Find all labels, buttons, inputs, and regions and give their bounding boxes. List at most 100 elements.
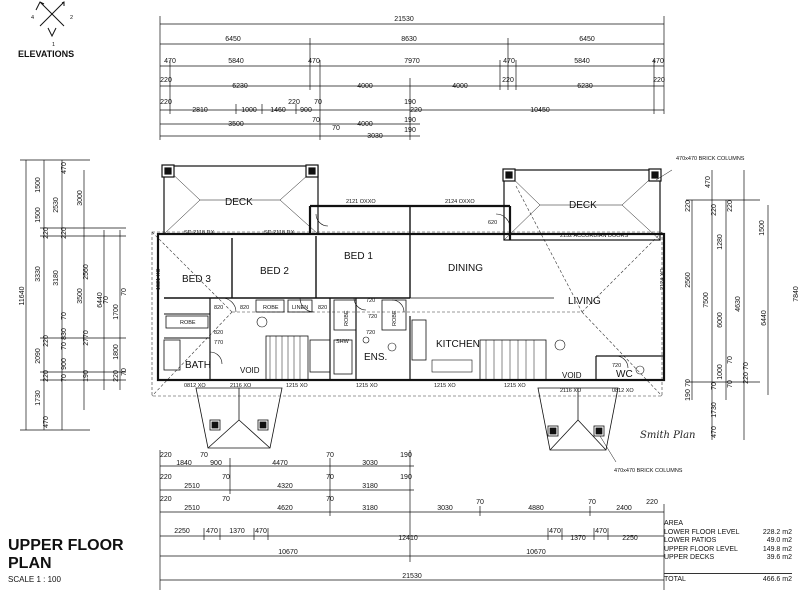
dim-right-col2-c: 220 [711,204,718,216]
dim-top-row5-h: 190 [404,99,416,106]
dim-right-col3-c: 70 [727,356,734,364]
dim-left-col2-c: 220 [43,227,50,239]
dim-top-row2-a: 6450 [225,36,241,43]
dim-right-overall: 7840 [793,286,800,302]
note-door-820-d: 820 [214,330,223,336]
dim-left-col3-b: 2530 [53,197,60,213]
dim-right-col1-d: 70 [685,379,692,387]
dim-left-col2-d: 3330 [35,266,42,282]
note-door-820-c: 820 [318,305,327,311]
dim-bottom-row4-f: 470 [549,528,561,535]
dim-bottom-row1-e: 4470 [272,460,288,467]
dim-right-col2-b: 7500 [703,292,710,308]
dim-top-row5-i: 220 [410,107,422,114]
dim-bottom-row3-d: 4620 [277,505,293,512]
dim-right-col1-a: 220 [685,200,692,212]
dim-bottom-row2-a: 220 [160,474,172,481]
dim-left-col2-e: 220 [43,335,50,347]
label-robe-bed1b: ROBE [392,310,398,326]
dim-bottom-row3-e: 70 [326,496,334,503]
dim-top-row4-c: 4000 [357,83,373,90]
dim-bottom-row1-d: 900 [210,460,222,467]
dim-bottom-row2-d: 4320 [277,483,293,490]
dim-bottom-overall: 21530 [402,573,422,580]
dim-left-col2-h: 1730 [35,390,42,406]
dim-left-col4-a: 3000 [77,190,84,206]
dim-right-col4-b: 4630 [735,296,742,312]
dim-left-col5-a: 6440 [97,292,104,308]
dim-top-row5-f: 900 [300,107,312,114]
note-window-2116-left: 2116 XO [230,383,252,389]
right-dimension-labels: 7840 220 2560 1280 70 190 470 7500 220 7… [685,176,800,438]
room-bed3: BED 3 [182,274,211,285]
dim-bottom-row4-b: 470 [206,528,218,535]
dim-right-col2-a: 470 [705,176,712,188]
area-row-label: LOWER FLOOR LEVEL [664,528,740,536]
building-walls [156,204,666,382]
dim-top-row4-g: 220 [653,77,665,84]
right-dimension-lines [686,170,769,440]
note-door-820-b: 820 [240,305,249,311]
dim-top-row3-g: 470 [652,58,664,65]
dim-left-col3-e: 70 [61,312,68,320]
page-title-line2: PLAN [8,555,52,572]
note-oxxo-a: 2121 OXXO [346,199,376,205]
dim-left-col4-d: 2770 [83,330,90,346]
note-accordion-doors: 2152 ACCORDIAN DOORS [560,233,628,239]
dim-top-row3-c: 470 [308,58,320,65]
room-bath: BATH [185,360,211,371]
note-window-1215-c: 1215 XO [434,383,456,389]
compass-number-2: 2 [70,15,73,21]
area-row-label: UPPER FLOOR LEVEL [664,545,738,553]
dim-left-col5-g: 220 [113,370,120,382]
dim-left-col2-a: 1500 [35,177,42,193]
dim-bottom-row4-c: 1370 [229,528,245,535]
label-robe-bed2: ROBE [263,305,279,311]
dim-right-col4-d: 220 [743,372,750,384]
compass-number-4: 4 [31,15,34,21]
label-robe-bed3: ROBE [180,320,196,326]
area-total-row: TOTAL 466.6 m2 [664,572,792,585]
stair-treads [269,336,535,380]
dim-left-col4-c: 3500 [77,288,84,304]
dim-bottom-row1-a: 220 [160,452,172,459]
dim-top-row4-e: 220 [502,77,514,84]
leader-lines [599,169,673,463]
dim-bottom-row3-f: 3180 [362,505,378,512]
porch-left [195,387,283,449]
dim-right-col3-b: 6000 [717,312,724,328]
note-door-720-b: 720 [366,330,375,336]
dim-bottom-row4-d: 470 [255,528,267,535]
note-window-1521: 1521 XO [156,268,162,290]
dim-bottom-row1-c: 70 [200,452,208,459]
dim-top-row3-f: 5840 [574,58,590,65]
signature: Smith Plan [640,430,696,441]
dim-top-row5-e: 220 [288,99,300,106]
note-window-2124: 2124 XO [660,268,666,290]
dim-top-row4-f: 6230 [577,83,593,90]
dim-bottom-row3-c: 70 [222,496,230,503]
dim-bottom-row1-g: 3030 [362,460,378,467]
dim-top-row3-a: 470 [164,58,176,65]
dim-left-col3-f: 830 [61,328,68,340]
dim-bottom-row2-b: 2510 [184,483,200,490]
dim-top-overall: 21530 [394,16,414,23]
dim-bottom-row3-j: 70 [588,499,596,506]
dim-bottom-row3-l: 220 [646,499,658,506]
scale-label: SCALE 1 : 100 [8,575,61,584]
dim-top-row7-a: 70 [332,125,340,132]
dim-bottom-row3-a: 220 [160,496,172,503]
dim-left-col3-c: 220 [61,227,68,239]
dim-left-col3-i: 70 [61,374,68,382]
label-linen: LINEN [292,305,308,311]
note-brick-columns-top: 470x470 BRICK COLUMNS [676,156,745,162]
dim-right-col1-b: 2560 [685,272,692,288]
dim-left-col2-g: 220 [43,370,50,382]
room-void-right: VOID [562,371,582,380]
dim-bottom-row3-b: 2510 [184,505,200,512]
area-row: UPPER FLOOR LEVEL 149.8 m2 [664,546,792,555]
room-dining: DINING [448,263,483,274]
area-row-label: UPPER DECKS [664,554,715,562]
dim-right-col1-c: 1280 [717,234,724,250]
